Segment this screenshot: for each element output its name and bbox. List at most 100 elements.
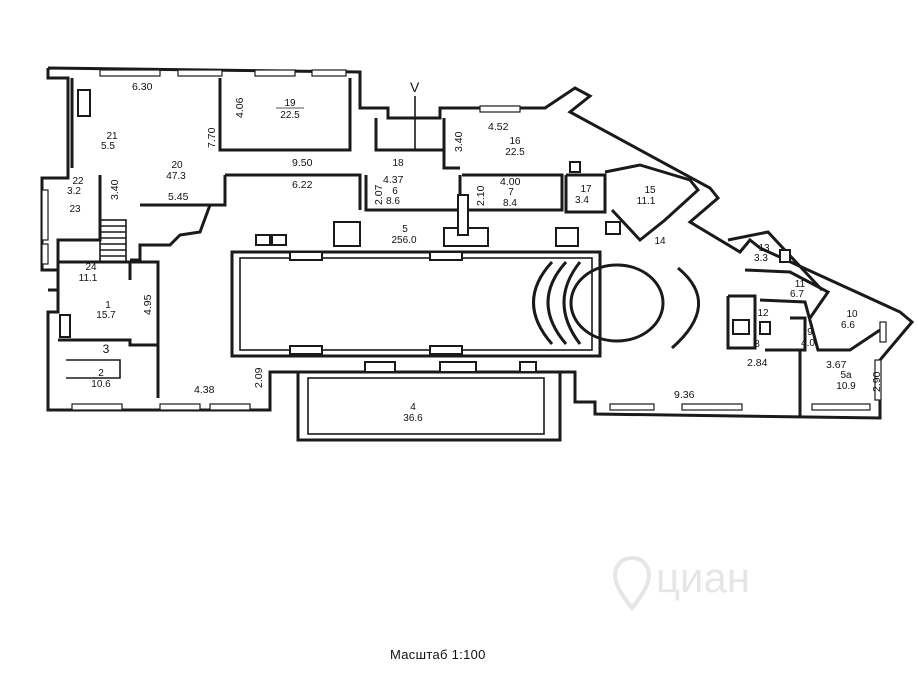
room-label-12: 12 [757,308,769,319]
dimension: 3.40 [453,131,465,152]
dimension: 4.52 [488,121,509,133]
watermark-text: циан [656,554,751,601]
windows [41,69,887,411]
room-number: 8 [754,339,760,350]
room-area: 11.1 [637,196,656,207]
room-label-9: 94.0 [801,327,815,349]
dimension: 4.06 [234,97,246,118]
room-label-14: 14 [654,236,666,247]
room-label-22: 223.2 [67,176,84,197]
room-label-13: 133.3 [754,243,770,264]
room-area: 256.0 [391,235,416,246]
room-area: 8.6 [386,196,400,207]
room-area: 6.6 [841,320,855,331]
room-number: 9 [807,327,813,338]
dimension: 2.90 [871,371,883,392]
dimension: 4.95 [142,294,154,315]
room-number: 1 [105,300,111,311]
room-number: 5 [402,224,408,235]
room-number: 14 [654,236,666,247]
room-label-7: 78.4 [503,187,517,209]
room-area: 22.5 [505,147,525,158]
room-area: 5.5 [101,141,115,152]
dimension: 6.22 [292,179,313,191]
dimension: 9.50 [292,157,313,169]
room-number: 17 [580,184,592,195]
room-number: 10 [846,309,858,320]
room-number: 18 [392,158,404,169]
room-area: 47.3 [166,171,186,182]
dimension-labels: 6.30 4.06 7.70 9.50 3.40 4.52 6.22 4.37 … [109,81,883,401]
room-area: 4.0 [801,338,815,349]
dimension: 4.37 [383,174,404,186]
room-label-4: 436.6 [403,402,423,424]
room-number: 5a [840,370,852,381]
watermark: циан [612,552,822,612]
room-number: 23 [69,204,81,215]
room-label-6: 68.6 [386,186,400,207]
fixtures [59,89,791,373]
dimension: 2.09 [253,367,265,388]
room-label-2: 210.6 [91,368,111,390]
room-area: 8.4 [503,198,517,209]
room-area: 11.1 [79,273,98,284]
dimension: 7.70 [206,127,218,148]
room-area: 3.4 [575,195,589,206]
room-number: 19 [284,98,296,109]
room-area: 22.5 [280,110,300,121]
room-number: 3 [103,342,110,356]
dimension: 4.00 [500,176,521,188]
room-number: 12 [757,308,769,319]
dimension: 9.36 [674,389,695,401]
dimension: 3.67 [826,359,847,371]
room-number: 4 [410,402,416,413]
room-area: 15.7 [96,310,116,321]
room-label-10: 106.6 [841,309,858,331]
room-number: 24 [85,262,97,273]
room-area: 10.9 [836,381,856,392]
room-number: 15 [644,185,656,196]
room-label-1: 115.7 [96,300,116,321]
room-number: 6 [392,186,398,197]
room-area: 6.7 [790,289,804,300]
location-pin-icon [612,556,652,612]
room-number: 20 [171,160,183,171]
room-area: 3.2 [67,186,81,197]
room-area: 36.6 [403,413,423,424]
room-label-21: 215.5 [101,131,118,152]
staircase [99,219,127,263]
room-area: 10.6 [91,379,111,390]
room-label-17: 173.4 [575,184,592,206]
room-number: 2 [98,368,104,379]
room-label-23: 23 [69,204,81,215]
dimension: 5.45 [168,191,189,203]
dimension: 6.30 [132,81,153,93]
room-number: 22 [72,176,84,187]
room-label-18: 18 [392,158,404,169]
room-number: 13 [758,243,770,254]
room-label-11: 116.7 [790,279,806,300]
dimension: 2.10 [475,185,487,206]
compass-letter: V [410,79,420,95]
room-label-3: 3 [103,342,110,356]
pool [230,250,701,358]
dimension: 2.07 [373,184,385,205]
room-number: 11 [795,279,806,290]
dimension: 3.40 [109,179,121,200]
dimension: 4.38 [194,384,215,396]
room-number: 7 [508,187,514,198]
room-number: 21 [106,131,118,142]
dimension: 2.84 [747,357,768,369]
room-area: 3.3 [754,253,768,264]
scale-caption: Масштаб 1:100 [390,647,486,662]
walls [40,66,915,442]
room-number: 16 [509,136,521,147]
